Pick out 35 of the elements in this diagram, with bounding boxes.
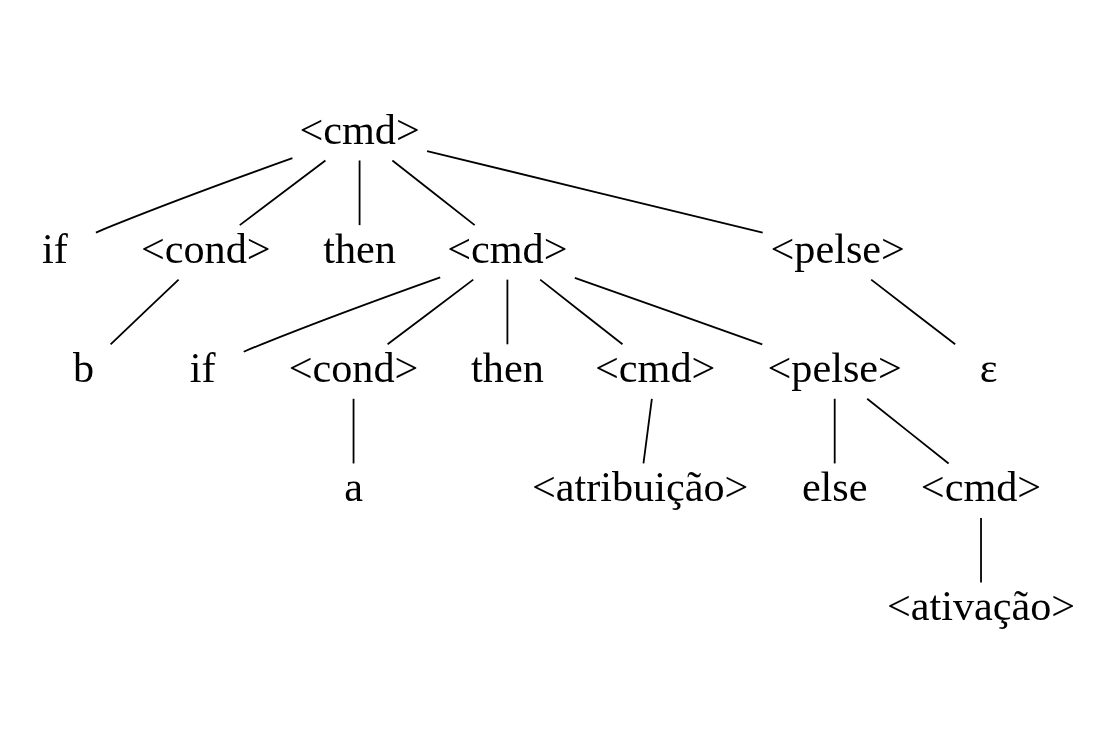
- connector: [109, 278, 180, 345]
- connector: [238, 159, 327, 226]
- node-text: <cmd>: [920, 462, 1042, 510]
- connector: [95, 156, 294, 233]
- node-text: <cmd>: [595, 343, 716, 391]
- connector: [391, 159, 476, 226]
- connector: [833, 397, 836, 464]
- connector: [352, 397, 355, 464]
- node-text: then: [323, 224, 396, 272]
- node-text: <cmd>: [299, 105, 420, 153]
- node-text: else: [801, 462, 868, 510]
- node-text: <cond>: [288, 343, 419, 391]
- connector: [242, 275, 442, 353]
- connector: [506, 278, 509, 345]
- connector: [870, 278, 957, 345]
- connector: [539, 278, 624, 345]
- node-text: b: [73, 343, 95, 391]
- node-text: <cond>: [140, 224, 271, 272]
- node-text: <pelse>: [770, 224, 905, 272]
- node-text: <ativação>: [886, 581, 1076, 629]
- connector: [642, 397, 653, 464]
- node-text: a: [344, 462, 363, 510]
- node-text: ε: [979, 343, 998, 391]
- node-text: if: [42, 224, 68, 272]
- connector: [426, 149, 764, 233]
- node-text: <cmd>: [447, 224, 568, 272]
- connector: [358, 159, 361, 226]
- node-text: <pelse>: [767, 343, 902, 391]
- node-text: then: [471, 343, 544, 391]
- node-text: if: [189, 343, 216, 391]
- connector: [980, 516, 982, 583]
- connector: [866, 397, 950, 464]
- connector: [386, 278, 475, 345]
- connector: [573, 276, 764, 345]
- node-text: <atribuição>: [531, 462, 749, 510]
